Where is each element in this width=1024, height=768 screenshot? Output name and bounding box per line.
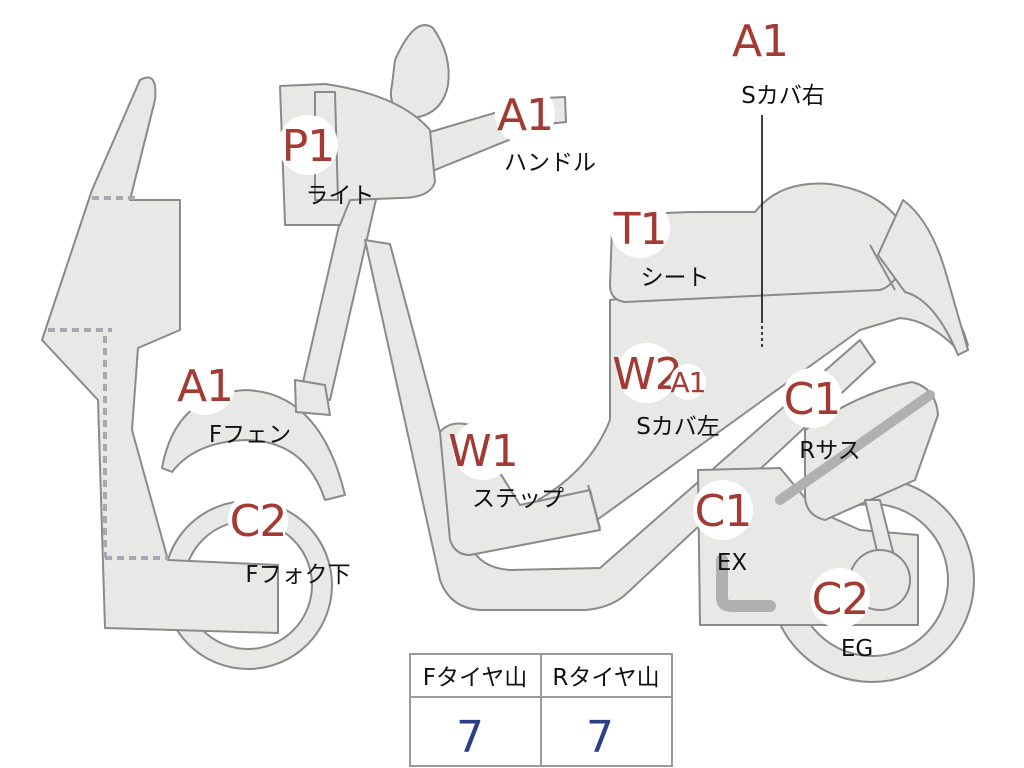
grade-code: W1 (448, 426, 518, 477)
part-name: EG (841, 636, 873, 662)
exhaust-pipe (716, 554, 776, 612)
grade-code: A1 (497, 90, 553, 141)
front-tread-label: Fタイヤ山 (423, 665, 528, 691)
grade-code: A1 (732, 16, 788, 67)
part-name: Sカバ右 (741, 83, 825, 109)
label-handle: A1 ハンドル (495, 84, 596, 176)
grade-badge (693, 480, 753, 540)
part-name: シート (641, 265, 710, 291)
main-frame (364, 239, 876, 611)
panel-dash-lines (48, 196, 168, 560)
tail-section (877, 199, 969, 356)
grade-code: C2 (230, 496, 287, 547)
table-lines (410, 654, 672, 766)
label-seat: T1 シート (610, 198, 710, 291)
grade-code: C1 (784, 374, 841, 425)
part-name: ライト (306, 183, 375, 209)
step-seam (587, 484, 601, 529)
part-name: EX (717, 550, 748, 576)
leg-shield (41, 76, 279, 634)
seat (609, 182, 907, 303)
grade-code: T1 (613, 204, 667, 255)
grade-badge (782, 368, 842, 428)
seat-seam (869, 244, 896, 291)
tire-tread-table: Fタイヤ山 Rタイヤ山 7 7 (409, 653, 673, 767)
grade-badge (228, 490, 288, 550)
part-name: ステップ (472, 486, 564, 512)
grade-badge (495, 84, 555, 144)
part-name: Sカバ左 (636, 414, 720, 440)
rear-tread-label: Rタイヤ山 (552, 665, 659, 691)
grade-badge (810, 568, 870, 628)
grade-badge (617, 343, 677, 403)
grade-code: C2 (812, 574, 869, 625)
grade-badge-extra (670, 364, 706, 400)
grade-badge (453, 420, 513, 480)
label-step: W1 ステップ (448, 420, 564, 512)
swing-arm (775, 390, 935, 505)
part-name: Fフェン (209, 422, 291, 448)
grade-badge (278, 115, 338, 175)
grade-code-extra: A1 (671, 366, 706, 399)
front-tread-value: 7 (456, 712, 484, 763)
grade-badge (730, 10, 790, 70)
part-name: ハンドル (504, 150, 596, 176)
part-name: Rサス (799, 438, 861, 464)
scooter-silhouette (41, 24, 975, 683)
grade-code: A1 (177, 361, 233, 412)
rear-tread-value: 7 (586, 712, 614, 763)
part-name: Fフォク下 (245, 562, 350, 588)
condition-labels: P1ライトA1ハンドルA1Sカバ右T1シートA1FフェンW2A1Sカバ左C1Rサ… (175, 10, 873, 662)
fork-tube (294, 379, 331, 416)
label-light: P1 ライト (278, 115, 375, 209)
grade-code: C1 (695, 486, 752, 537)
grade-code: W2 (612, 349, 682, 400)
windscreen (390, 24, 450, 119)
grade-badge (610, 198, 670, 258)
grade-code: P1 (282, 121, 335, 172)
grade-badge (175, 355, 235, 415)
